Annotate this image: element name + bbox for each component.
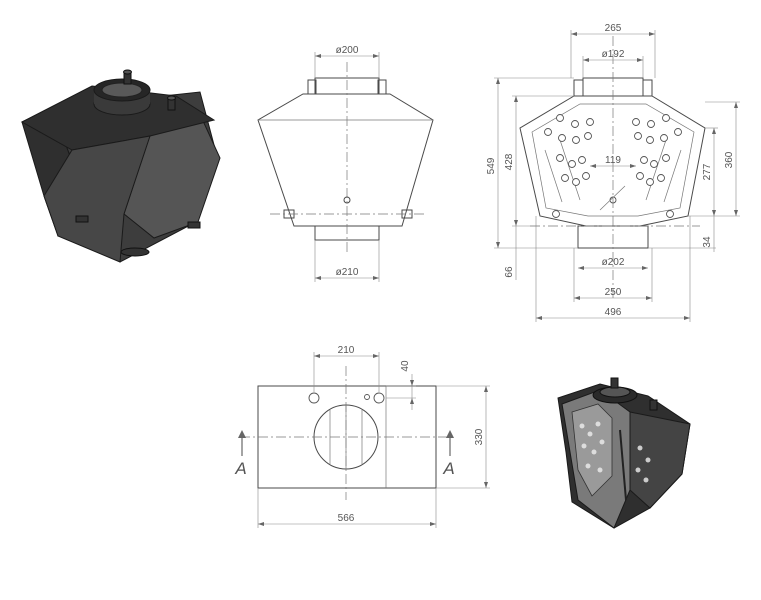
- dim-plan-hole-spacing: 210: [338, 345, 355, 356]
- dim-section-total-width: 496: [605, 307, 622, 318]
- section-label-left: A: [234, 459, 246, 478]
- dim-section-bottom-right: 34: [702, 236, 713, 248]
- dim-section-middle-width: 119: [605, 155, 621, 166]
- front-elevation-view: ø200 ø210: [257, 45, 434, 282]
- section-holes-right: [632, 114, 682, 218]
- dim-section-bottom-diameter: ø202: [602, 257, 625, 268]
- dim-section-inner-diameter: ø192: [602, 49, 625, 60]
- dim-section-bottom-offset: 66: [504, 266, 515, 278]
- isometric-cutaway-view: [557, 377, 691, 529]
- isometric-view-3d: [20, 69, 221, 263]
- dim-section-top-width: 265: [605, 23, 622, 34]
- dim-plan-edge-offset: 40: [400, 360, 411, 372]
- cutaway-holes: [579, 421, 651, 483]
- dim-section-height-right-inner: 277: [702, 163, 713, 180]
- dim-top-flue-diameter: ø200: [336, 45, 359, 56]
- dim-bottom-flue-diameter: ø210: [336, 267, 359, 278]
- dim-plan-depth: 330: [474, 428, 485, 445]
- dim-section-bottom-width: 250: [605, 287, 622, 298]
- plan-view: 210 40 330 566 A A: [234, 345, 490, 528]
- dim-plan-width: 566: [338, 513, 355, 524]
- dim-section-height-inner: 428: [504, 153, 515, 170]
- section-holes-left: [544, 114, 594, 218]
- section-view: 265 ø192 549 428 66 360: [486, 23, 740, 322]
- dim-section-height-total: 549: [486, 157, 497, 174]
- section-label-right: A: [442, 459, 454, 478]
- dim-section-height-right: 360: [724, 151, 735, 168]
